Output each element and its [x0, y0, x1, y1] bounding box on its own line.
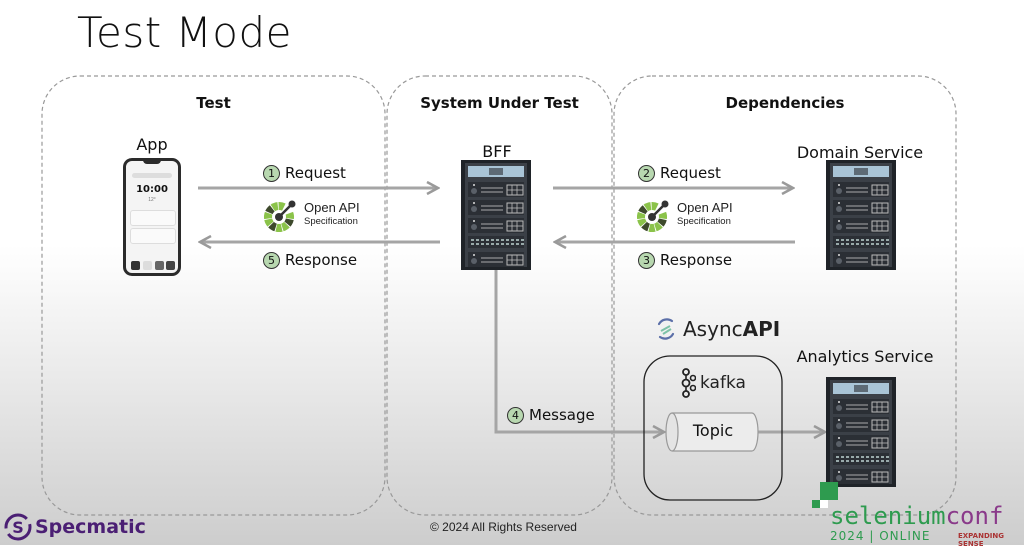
step-badge: 5: [263, 252, 280, 269]
zone-test-title: Test: [196, 94, 231, 112]
asyncapi-bold: API: [742, 317, 781, 341]
specmatic-text: Specmatic: [35, 516, 146, 538]
selenium-name: selenium: [830, 502, 946, 530]
step-badge: 1: [263, 165, 280, 182]
zone-test-border: [41, 75, 386, 516]
asyncapi-logo: AsyncAPI: [655, 316, 780, 342]
asyncapi-icon: [657, 318, 675, 340]
partner-sub: EXPANDING SENSE: [958, 532, 1004, 548]
step-badge: 4: [507, 407, 524, 424]
asyncapi-prefix: Async: [683, 317, 743, 341]
step-badge: 3: [638, 252, 655, 269]
openapi-sub: Specification: [677, 216, 731, 227]
specmatic-icon: S: [4, 513, 32, 541]
topic-label: Topic: [692, 421, 734, 440]
topic-cylinder: [665, 412, 759, 452]
analytics-service-label: Analytics Service: [796, 347, 934, 366]
kafka-box: [643, 355, 783, 501]
zone-deps-border: [613, 75, 957, 516]
selenium-text: seleniumconf: [830, 502, 1003, 530]
zone-deps-title: Dependencies: [725, 94, 845, 112]
step-badge: 2: [638, 165, 655, 182]
phone-icon: 10:00 12°: [123, 158, 181, 276]
flow-label: Request: [285, 164, 346, 182]
arrow-message-4: [494, 270, 664, 432]
flow-response-5: 5 Response: [263, 251, 357, 269]
specmatic-logo: S Specmatic: [4, 513, 146, 541]
openapi-logo-icon: [636, 200, 669, 233]
selenium-square-icon: [820, 482, 838, 500]
flow-label: Response: [660, 251, 733, 269]
kafka-icon: [681, 368, 696, 398]
conf-suffix: conf: [945, 502, 1004, 530]
svg-text:S: S: [12, 518, 24, 537]
flow-label: Message: [529, 406, 595, 424]
flow-label: Response: [285, 251, 358, 269]
flow-response-3: 3 Response: [638, 251, 732, 269]
bff-label: BFF: [482, 142, 512, 161]
phone-weather: 12°: [148, 197, 156, 203]
zone-sut-title: System Under Test: [420, 94, 579, 112]
openapi-logo-icon: [263, 200, 296, 233]
flow-label: Request: [660, 164, 721, 182]
selenium-sub: 2024 | ONLINE: [830, 529, 931, 543]
domain-service-label: Domain Service: [796, 143, 924, 162]
openapi-sub: Specification: [304, 216, 358, 227]
phone-time: 10:00: [136, 184, 168, 195]
flow-request-2: 2 Request: [638, 164, 721, 182]
kafka-text: kafka: [700, 373, 746, 393]
domain-server-icon: [826, 160, 896, 270]
openapi-name: Open API: [677, 200, 733, 215]
app-label: App: [136, 135, 168, 154]
flow-request-1: 1 Request: [263, 164, 346, 182]
copyright: © 2024 All Rights Reserved: [430, 520, 577, 534]
analytics-server-icon: [826, 377, 896, 487]
asyncapi-text: AsyncAPI: [683, 317, 780, 341]
kafka-logo: kafka: [680, 368, 746, 398]
bff-server-icon: [461, 160, 531, 270]
selenium-conf-watermark: seleniumconf 2024 | ONLINE EXPANDING SEN…: [812, 482, 1024, 548]
openapi-name: Open API: [304, 200, 360, 215]
slide-title: Test Mode: [77, 8, 292, 57]
flow-message-4: 4 Message: [507, 406, 595, 424]
